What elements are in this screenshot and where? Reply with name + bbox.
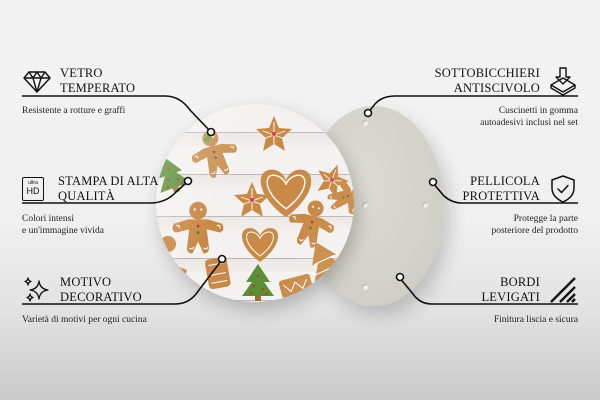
feature-title: BORDI LEVIGATI: [481, 275, 540, 304]
rubber-pad: [362, 284, 368, 290]
rubber-pad: [362, 120, 368, 126]
sparkles-icon: [24, 277, 49, 302]
feature-hd-print: ultra HD STAMPA DI ALTA QUALITÀ Colori i…: [22, 174, 202, 237]
smooth-edge-icon: [550, 277, 576, 303]
feature-description: Colori intensi e un'immagine vivida: [22, 214, 104, 236]
hd-label: HD: [26, 186, 40, 196]
callout-dot: [217, 254, 227, 264]
rubber-pad: [422, 202, 428, 208]
coaster-front: [156, 104, 354, 302]
shield-check-icon: [551, 175, 575, 203]
non-slip-pad-icon: [550, 67, 576, 96]
feature-title: SOTTOBICCHIERI ANTISCIVOLO: [434, 66, 540, 95]
feature-decorative-pattern: MOTIVO DECORATIVO Varietà di motivi per …: [22, 275, 202, 326]
feature-description: Cuscinetti in gomma autoadesivi inclusi …: [480, 106, 578, 128]
feature-description: Finitura liscia e sicura: [493, 315, 578, 325]
callout-dot: [363, 108, 373, 118]
feature-title: MOTIVO DECORATIVO: [60, 275, 142, 304]
feature-smooth-edges: BORDI LEVIGATI Finitura liscia e sicura: [398, 275, 578, 326]
feature-title: STAMPA DI ALTA QUALITÀ: [58, 174, 159, 203]
ultra-hd-icon: ultra HD: [22, 177, 44, 201]
callout-dot: [428, 177, 438, 187]
diamond-icon: [23, 71, 51, 93]
feature-tempered-glass: VETRO TEMPERATO Resistente a rotture e g…: [22, 66, 202, 117]
feature-description: Varietà di motivi per ogni cucina: [22, 315, 147, 325]
feature-description: Protegge la parte posteriore del prodott…: [491, 214, 578, 236]
callout-dot: [395, 272, 405, 282]
feature-title: PELLICOLA PROTETTIVA: [462, 174, 540, 203]
callout-dot: [206, 127, 216, 137]
feature-protective-film: PELLICOLA PROTETTIVA Protegge la parte p…: [398, 174, 578, 237]
feature-title: VETRO TEMPERATO: [60, 66, 136, 95]
feature-non-slip: SOTTOBICCHIERI ANTISCIVOLO Cuscinetti in…: [398, 66, 578, 129]
feature-description: Resistente a rotture e graffi: [22, 106, 126, 116]
ultra-label: ultra: [28, 180, 38, 186]
callout-dot: [183, 176, 193, 186]
rubber-pad: [362, 202, 368, 208]
